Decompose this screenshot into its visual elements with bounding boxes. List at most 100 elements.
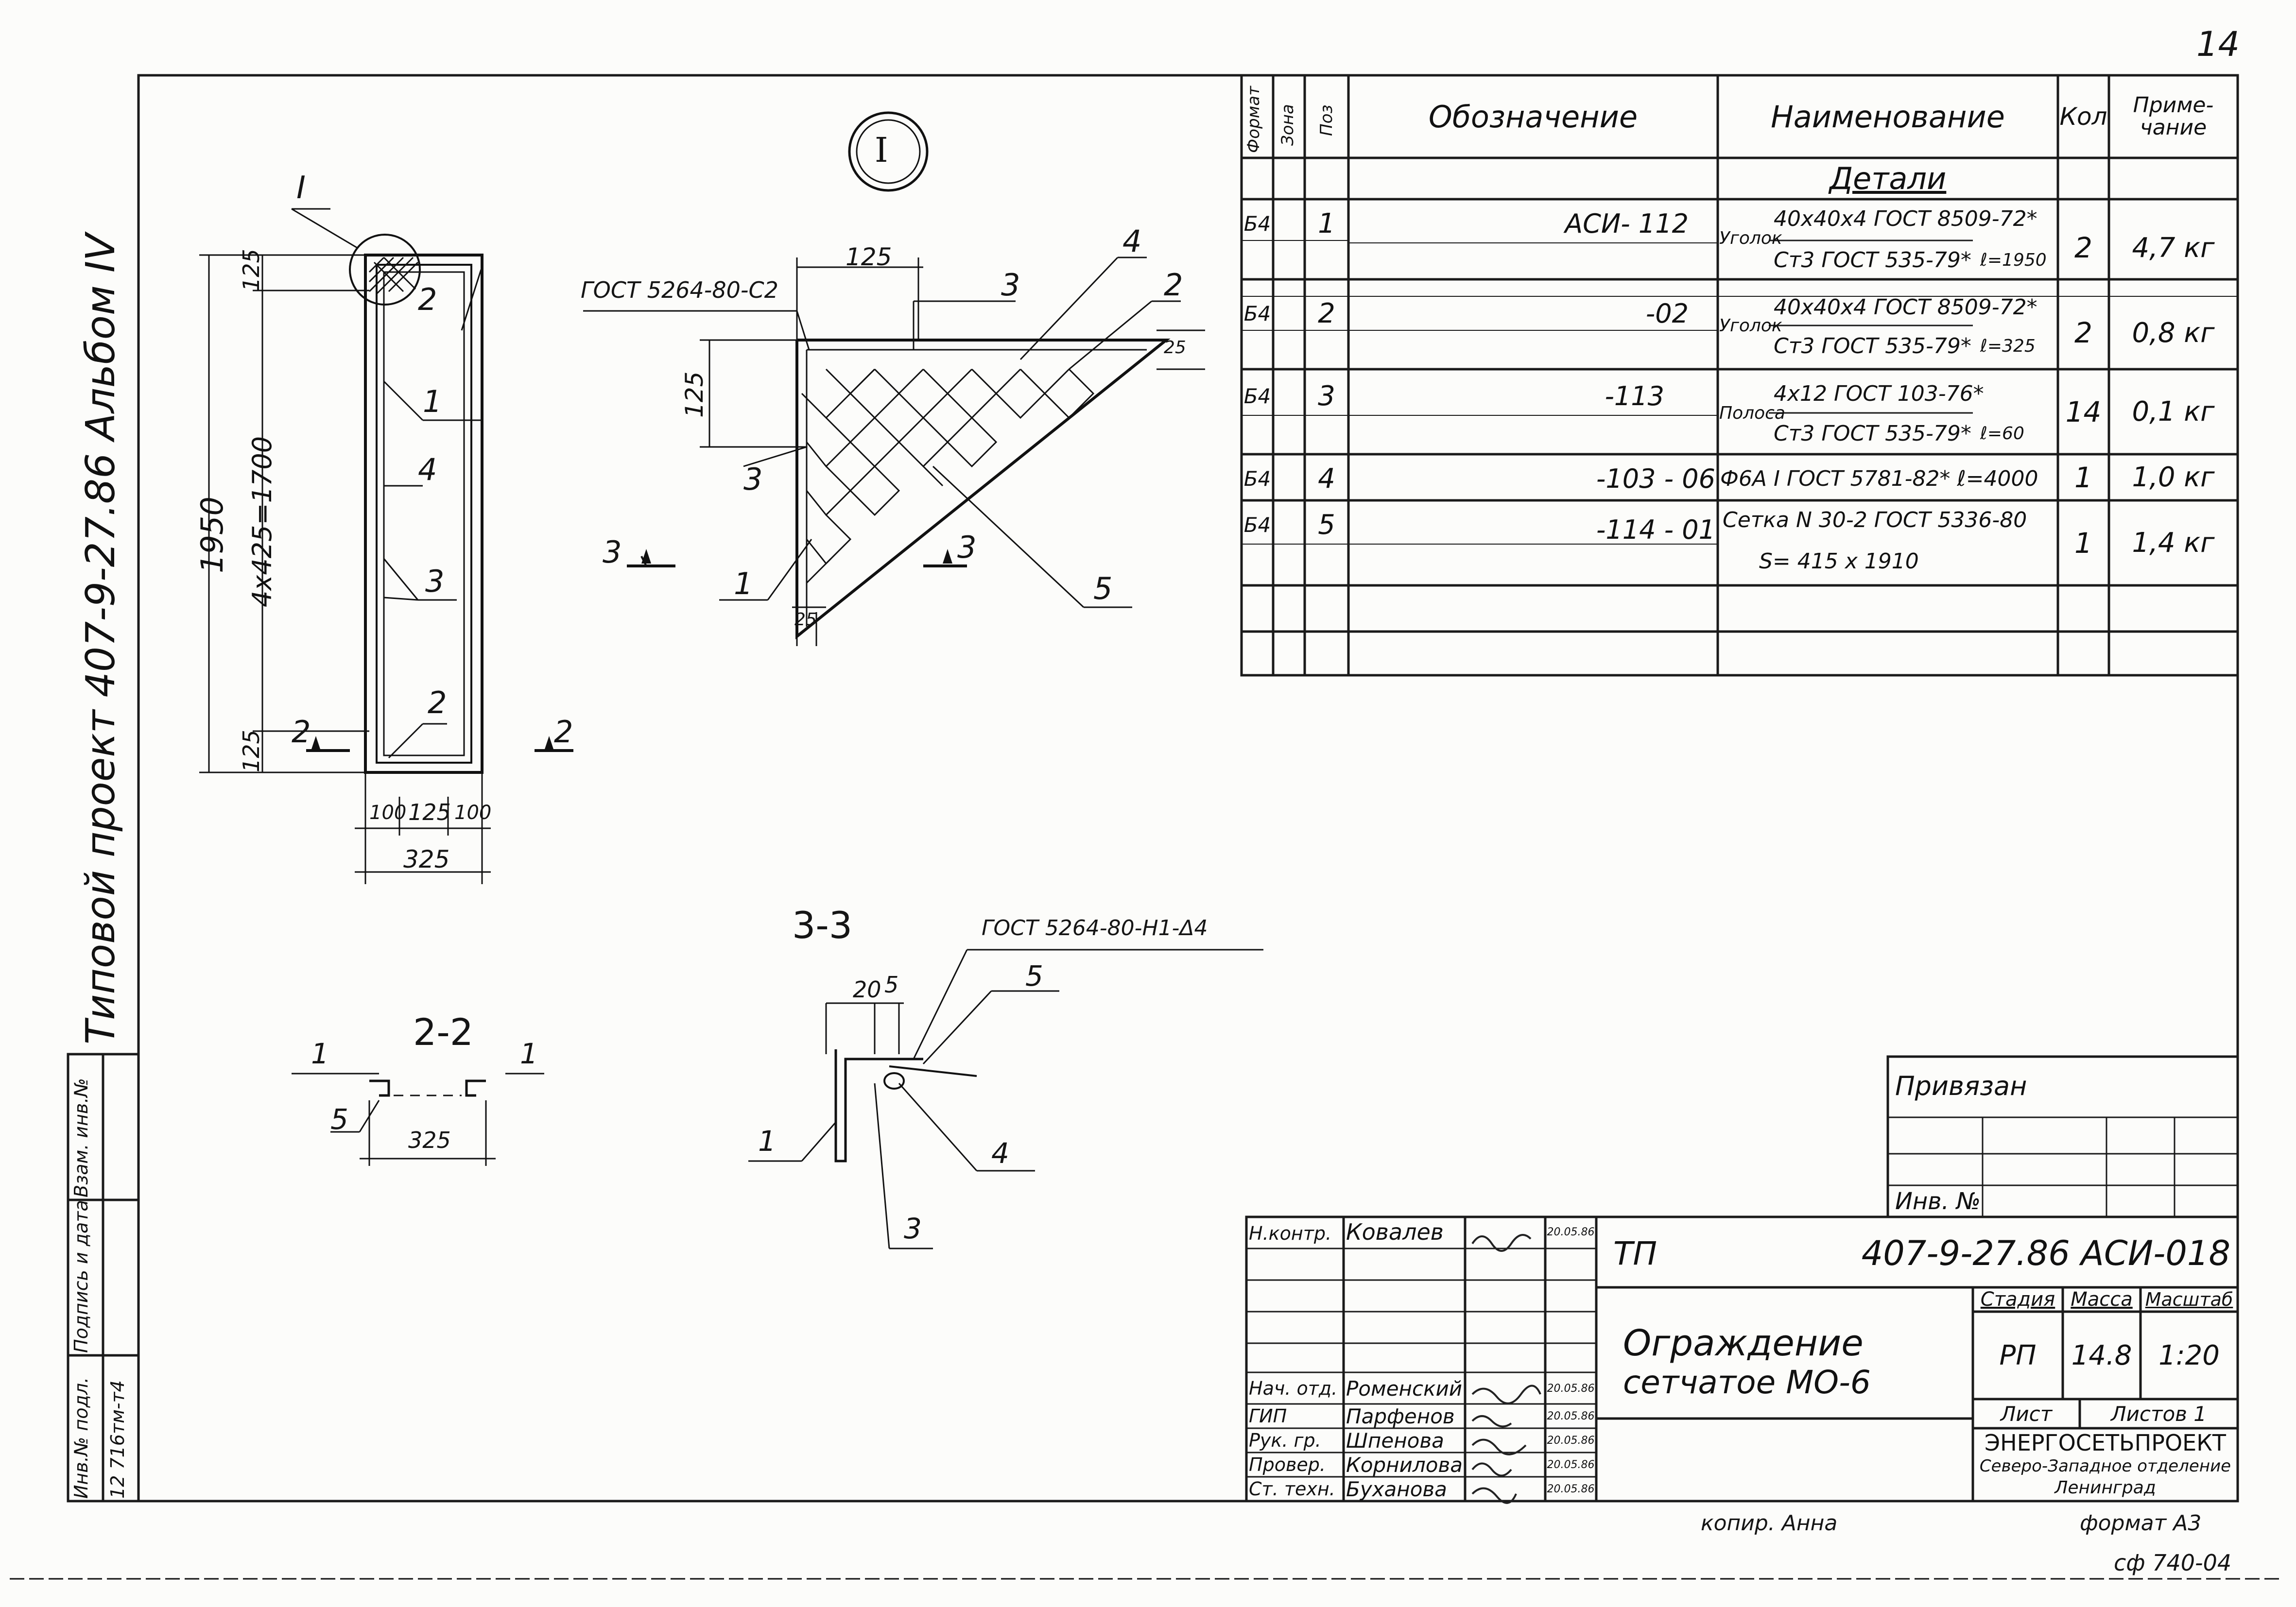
detail-callout-3-top: 3 — [1001, 267, 1020, 303]
row2-pos: 2 — [1318, 297, 1335, 329]
signature-mark-0 — [1471, 1234, 1532, 1252]
row2-format: Б4 — [1243, 301, 1271, 325]
title-stage: РП — [1999, 1339, 2037, 1371]
callout-2-top: 2 — [418, 282, 437, 317]
callout-1: 1 — [423, 384, 442, 419]
detail-section-mark-3-left: 3 — [603, 534, 622, 570]
row1-format: Б4 — [1243, 211, 1271, 236]
row3-format: Б4 — [1243, 384, 1271, 408]
detail-I — [583, 111, 1205, 646]
title-sheet-label: Лист — [2000, 1402, 2053, 1426]
callout-2-bottom: 2 — [428, 685, 447, 720]
row1-name-top: 40x40x4 ГОСТ 8509-72* — [1774, 206, 2037, 231]
title-sheets-label: Листов 1 — [2111, 1402, 2207, 1426]
sig-role-0: Н.контр. — [1249, 1223, 1332, 1244]
row4-qty: 1 — [2074, 461, 2092, 494]
section-mark-2-right: 2 — [554, 714, 573, 750]
row1-length: ℓ=1950 — [1980, 250, 2047, 270]
detail-callout-2: 2 — [1164, 267, 1183, 303]
section-arrows — [311, 549, 952, 751]
sig-date-4: 20.05.86 — [1547, 1382, 1595, 1395]
title-block-grid — [1245, 1215, 2239, 1503]
spec-header-designation: Обозначение — [1428, 99, 1638, 135]
row5-format: Б4 — [1243, 513, 1271, 537]
sig-date-6: 20.05.86 — [1547, 1434, 1595, 1447]
section-3-3-callout-4: 4 — [991, 1137, 1009, 1170]
row4-name: Ф6А I ГОСТ 5781-82* ℓ=4000 — [1720, 466, 2038, 491]
section-2-2-title: 2-2 — [413, 1010, 474, 1054]
footer-stamp: сф 740-04 — [2114, 1550, 2232, 1576]
row2-note: 0,8 кг — [2132, 317, 2215, 349]
section-2-2-callout-5: 5 — [330, 1103, 348, 1136]
section-3-3-callout-3: 3 — [904, 1212, 922, 1245]
detail-dim-bottom: 25 — [794, 610, 817, 630]
row5-name-top: Сетка N 30-2 ГОСТ 5336-80 — [1723, 507, 2027, 532]
row4-note: 1,0 кг — [2132, 462, 2215, 493]
detail-I-title: I — [875, 130, 888, 170]
sig-name-4: Роменский — [1346, 1376, 1463, 1401]
section-3-3-dim-b: 5 — [884, 972, 899, 998]
detail-dim-top: 125 — [846, 243, 892, 271]
sig-date-5: 20.05.86 — [1547, 1410, 1595, 1422]
detail-callout-1: 1 — [734, 566, 753, 601]
row5-note: 1,4 кг — [2132, 527, 2215, 559]
sig-role-6: Рук. гр. — [1249, 1430, 1321, 1451]
detail-callout-4: 4 — [1122, 223, 1142, 259]
title-scale: 1:20 — [2158, 1339, 2220, 1371]
spec-header-note: Приме-чание — [2133, 93, 2214, 140]
sig-name-0: Ковалев — [1346, 1219, 1444, 1245]
section-3-3-dim-a: 20 — [853, 976, 881, 1003]
row4-format: Б4 — [1243, 466, 1271, 491]
dim-total-width: 325 — [403, 845, 450, 873]
row3-designation: -113 — [1605, 380, 1664, 411]
title-scale-label: Масштаб — [2145, 1289, 2233, 1310]
section-2-2-dim: 325 — [408, 1127, 451, 1153]
section-3-3-callout-1: 1 — [758, 1125, 776, 1158]
detail-callout-5: 5 — [1093, 571, 1113, 606]
sig-name-7: Корнилова — [1346, 1453, 1463, 1477]
row5-qty: 1 — [2074, 526, 2092, 560]
title-tp: ТП — [1613, 1234, 1657, 1272]
signature-mark-5 — [1471, 1415, 1512, 1428]
section-3-3-callout-5: 5 — [1025, 959, 1043, 992]
sig-role-8: Ст. техн. — [1249, 1478, 1335, 1500]
row1-qty: 2 — [2074, 231, 2092, 264]
row2-name-bottom: Ст3 ГОСТ 535-79* — [1774, 333, 1971, 359]
row4-pos: 4 — [1318, 462, 1335, 495]
row3-pos: 3 — [1318, 380, 1335, 412]
sig-role-4: Нач. отд. — [1249, 1378, 1338, 1399]
page-number: 14 — [2196, 24, 2240, 64]
sig-role-7: Провер. — [1249, 1454, 1326, 1475]
detail-callout-3-left: 3 — [743, 462, 763, 497]
mesh-pattern — [801, 368, 1095, 584]
title-mass: 14.8 — [2071, 1339, 2132, 1371]
binding-title: Привязан — [1895, 1070, 2027, 1101]
binding-inv-label: Инв. № — [1895, 1188, 1981, 1215]
spec-section-title: Детали — [1829, 161, 1947, 196]
row2-designation: -02 — [1645, 298, 1689, 329]
sig-date-0: 20.05.86 — [1547, 1226, 1595, 1238]
footer-format: формат А3 — [2080, 1511, 2202, 1536]
section-2-2-callout-1-left: 1 — [311, 1037, 329, 1070]
callout-3: 3 — [425, 564, 445, 599]
title-mass-label: Масса — [2071, 1288, 2133, 1311]
row3-name-bottom: Ст3 ГОСТ 535-79* — [1774, 421, 1971, 446]
frame-border — [137, 74, 2239, 1503]
row3-qty: 14 — [2065, 395, 2102, 428]
dim-w-right: 100 — [454, 802, 492, 824]
weld-label-h1: ГОСТ 5264-80-Н1-Δ4 — [982, 916, 1208, 940]
row2-name-top: 40x40x4 ГОСТ 8509-72* — [1774, 295, 2037, 320]
sig-date-8: 20.05.86 — [1547, 1483, 1595, 1495]
dim-w-mid: 125 — [408, 799, 451, 825]
main-view — [199, 208, 573, 884]
dim-w-left: 100 — [369, 802, 407, 824]
sig-name-6: Шпенова — [1346, 1428, 1444, 1453]
callout-4: 4 — [418, 452, 437, 487]
row5-designation: -114 - 01 — [1596, 514, 1715, 545]
sig-name-8: Буханова — [1346, 1477, 1447, 1501]
row3-note: 0,1 кг — [2132, 396, 2215, 427]
detail-dim-right: 25 — [1164, 338, 1186, 358]
row1-name-bottom: Ст3 ГОСТ 535-79* — [1774, 247, 1971, 273]
